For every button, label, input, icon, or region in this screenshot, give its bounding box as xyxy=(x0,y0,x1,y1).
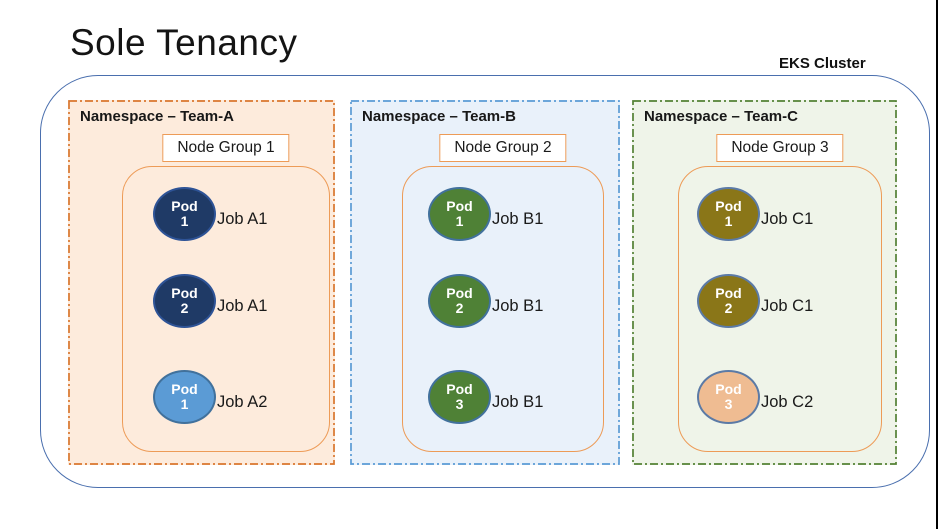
pod-ellipse: Pod 2 xyxy=(697,274,760,328)
pod-row: Pod 1 Job B1 xyxy=(428,187,543,241)
pod-name: Pod xyxy=(171,381,198,398)
pod-row: Pod 2 Job C1 xyxy=(697,274,813,328)
pod-ellipse: Pod 3 xyxy=(428,370,491,424)
job-label: Job A1 xyxy=(217,209,268,228)
page-title: Sole Tenancy xyxy=(70,22,298,63)
eks-cluster-label: EKS Cluster xyxy=(779,55,866,72)
job-label: Job B1 xyxy=(492,392,544,411)
pod-name: Pod xyxy=(171,198,198,215)
pod-ellipse: Pod 1 xyxy=(697,187,760,241)
job-label: Job C1 xyxy=(761,296,814,315)
job-label: Job C1 xyxy=(761,209,814,228)
job-label: Job B1 xyxy=(492,296,544,315)
job-label: Job A2 xyxy=(217,392,268,411)
job-label: Job C2 xyxy=(761,392,814,411)
pod-number: 1 xyxy=(180,396,189,412)
namespace-label: Namespace – Team-B xyxy=(362,108,516,125)
pod-row: Pod 3 Job B1 xyxy=(428,370,543,424)
pod-row: Pod 3 Job C2 xyxy=(697,370,813,424)
pod-row: Pod 2 Job A1 xyxy=(153,274,267,328)
pod-row: Pod 2 Job B1 xyxy=(428,274,543,328)
pod-name: Pod xyxy=(446,198,473,215)
pod-row: Pod 1 Job A1 xyxy=(153,187,267,241)
eks-cluster-boundary xyxy=(40,75,930,488)
pod-ellipse: Pod 3 xyxy=(697,370,760,424)
pod-row: Pod 1 Job C1 xyxy=(697,187,813,241)
pod-number: 1 xyxy=(724,213,733,229)
namespace-label: Namespace – Team-C xyxy=(644,108,798,125)
pod-number: 2 xyxy=(455,300,464,316)
pod-number: 1 xyxy=(455,213,464,229)
pod-name: Pod xyxy=(715,381,742,398)
pod-row: Pod 1 Job A2 xyxy=(153,370,267,424)
pod-name: Pod xyxy=(446,381,473,398)
namespace-team-b: Namespace – Team-B Node Group 2 Pod 1 Jo… xyxy=(350,100,620,465)
namespace-label: Namespace – Team-A xyxy=(80,108,234,125)
pod-ellipse: Pod 1 xyxy=(428,187,491,241)
node-group-boundary: Pod 1 Job C1 Pod 2 Job C1 Pod 3 Job C2 xyxy=(678,166,882,452)
pod-name: Pod xyxy=(446,285,473,302)
pod-ellipse: Pod 2 xyxy=(153,274,216,328)
node-group-boundary: Pod 1 Job A1 Pod 2 Job A1 Pod 1 Job A2 xyxy=(122,166,330,452)
screen-edge-line xyxy=(936,0,938,529)
pod-name: Pod xyxy=(171,285,198,302)
namespace-team-a: Namespace – Team-A Node Group 1 Pod 1 Jo… xyxy=(68,100,335,465)
pod-name: Pod xyxy=(715,198,742,215)
node-group-label: Node Group 2 xyxy=(439,134,567,162)
namespace-team-c: Namespace – Team-C Node Group 3 Pod 1 Jo… xyxy=(632,100,897,465)
node-group-boundary: Pod 1 Job B1 Pod 2 Job B1 Pod 3 Job B1 xyxy=(402,166,604,452)
job-label: Job A1 xyxy=(217,296,268,315)
pod-ellipse: Pod 2 xyxy=(428,274,491,328)
node-group-label: Node Group 3 xyxy=(716,134,844,162)
pod-ellipse: Pod 1 xyxy=(153,187,216,241)
pod-number: 1 xyxy=(180,213,189,229)
pod-number: 2 xyxy=(180,300,189,316)
pod-number: 3 xyxy=(724,396,733,412)
pod-number: 2 xyxy=(724,300,733,316)
node-group-label: Node Group 1 xyxy=(162,134,290,162)
job-label: Job B1 xyxy=(492,209,544,228)
pod-name: Pod xyxy=(715,285,742,302)
pod-ellipse: Pod 1 xyxy=(153,370,216,424)
pod-number: 3 xyxy=(455,396,464,412)
